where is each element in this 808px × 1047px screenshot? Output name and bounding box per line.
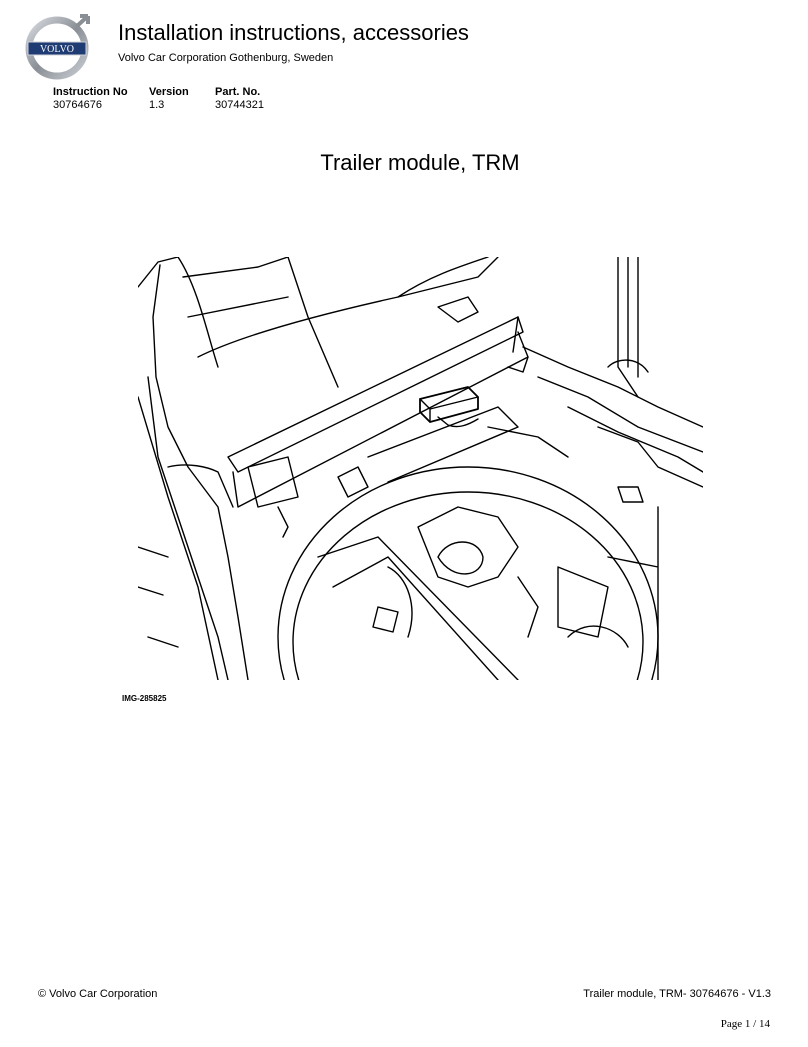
version-value: 1.3 (149, 99, 165, 111)
part-no-value: 30744321 (215, 99, 264, 111)
version-block: Version 1.3 (149, 86, 189, 112)
instruction-no-value: 30764676 (53, 99, 102, 111)
instruction-no-block: Instruction No 30764676 (53, 86, 128, 112)
volvo-logo: VOLVO (25, 14, 90, 80)
footer-document-reference: Trailer module, TRM- 30764676 - V1.3 (583, 988, 771, 1000)
page-title: Trailer module, TRM (320, 150, 520, 175)
trunk-illustration (138, 257, 703, 680)
instruction-no-label: Instruction No (53, 86, 128, 98)
document-subtitle: Volvo Car Corporation Gothenburg, Sweden (118, 52, 334, 64)
part-no-block: Part. No. 30744321 (215, 86, 264, 112)
part-no-label: Part. No. (215, 86, 261, 98)
footer-copyright: © Volvo Car Corporation (38, 988, 158, 1000)
page-number: Page 1 / 14 (720, 1018, 770, 1030)
image-reference: IMG-285825 (122, 694, 167, 703)
version-label: Version (149, 86, 189, 98)
logo-text: VOLVO (40, 44, 74, 55)
document-title: Installation instructions, accessories (118, 20, 469, 45)
